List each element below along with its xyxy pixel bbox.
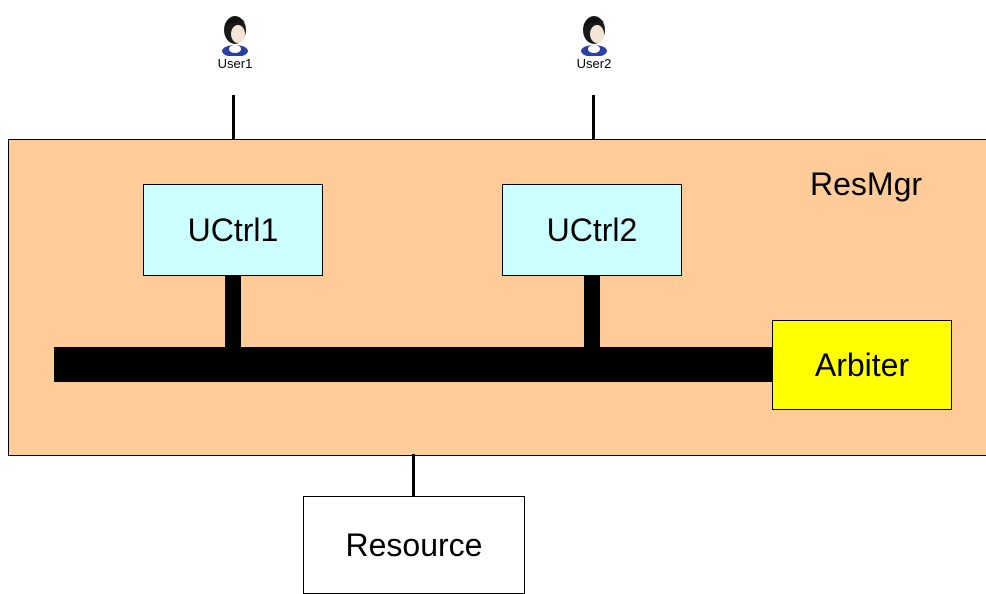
resmgr-label: ResMgr xyxy=(810,166,923,202)
user1-label: User1 xyxy=(217,56,253,71)
user-avatar-icon xyxy=(222,16,248,56)
uctrl1-bus-link xyxy=(225,275,241,350)
user2-label: User2 xyxy=(576,56,612,71)
arbiter-box: Arbiter xyxy=(772,320,952,410)
user1: User1 xyxy=(195,10,275,71)
uctrl2-box: UCtrl2 xyxy=(502,184,682,276)
bus-bar xyxy=(54,347,772,382)
resource-box: Resource xyxy=(303,496,525,594)
user2: User2 xyxy=(554,10,634,71)
uctrl1-box: UCtrl1 xyxy=(143,184,323,276)
user-avatar-icon xyxy=(581,16,607,56)
resource-connector xyxy=(412,454,415,497)
uctrl2-bus-link xyxy=(584,275,600,350)
